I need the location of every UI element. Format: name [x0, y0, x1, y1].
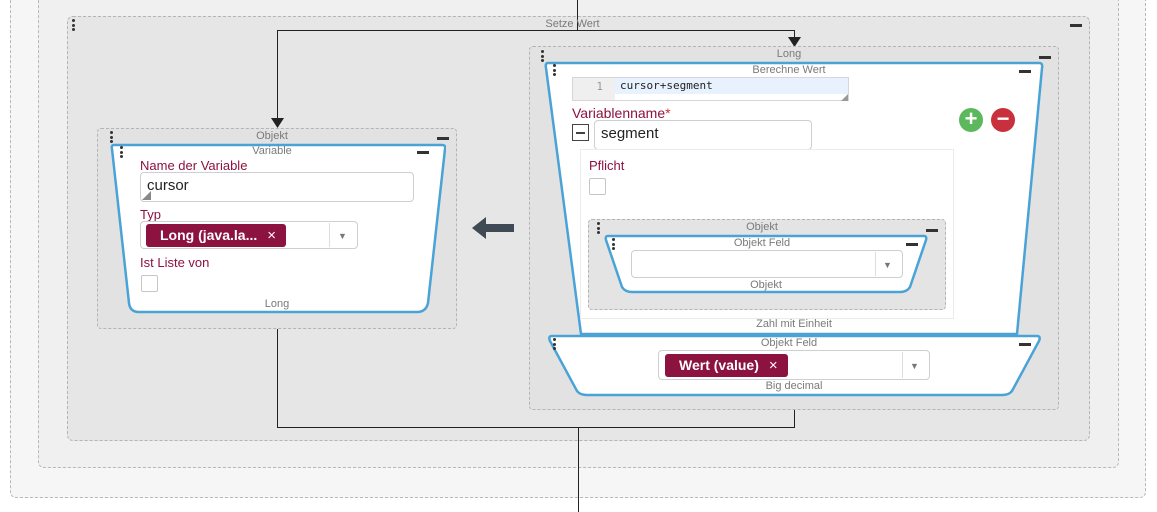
code-text: cursor+segment [620, 79, 713, 92]
long-drag-handle[interactable] [541, 50, 545, 64]
objekt-feld-drag-handle[interactable] [553, 338, 557, 352]
variablenname-text: Variablenname [572, 105, 666, 121]
wert-tag-label: Wert (value) [679, 357, 759, 373]
left-objekt-collapse-button[interactable] [437, 137, 449, 140]
connector-line [277, 30, 795, 31]
tag-remove-icon[interactable]: × [267, 227, 277, 244]
ist-liste-label: Ist Liste von [140, 255, 210, 270]
variable-drag-handle[interactable] [120, 146, 124, 160]
variablenname-label: Variablenname* [572, 105, 671, 121]
line-number: 1 [573, 78, 615, 100]
inner-objekt-footer: Objekt [750, 279, 782, 291]
left-objekt-drag-handle[interactable] [110, 131, 114, 145]
objekt-feld-collapse-button[interactable] [1019, 343, 1031, 346]
add-icon[interactable]: + [959, 108, 983, 132]
setze-wert-drag-handle[interactable] [72, 19, 76, 33]
connector-line [578, 427, 579, 512]
berechne-title: Berechne Wert [752, 64, 826, 76]
variablenname-input[interactable]: segment [594, 120, 812, 150]
pflicht-checkbox[interactable] [589, 178, 606, 195]
connector-line [277, 30, 278, 122]
setze-wert-collapse-button[interactable] [1070, 24, 1082, 27]
required-star: * [665, 105, 671, 121]
typ-tag-label: Long (java.la... [160, 227, 258, 243]
inner-objekt-collapse-button[interactable] [926, 229, 938, 232]
left-objekt-title: Objekt [256, 130, 288, 142]
inner-objekt-feld-title: Objekt Feld [733, 237, 791, 249]
pflicht-label: Pflicht [589, 158, 625, 173]
berechne-drag-handle[interactable] [553, 64, 557, 78]
long-collapse-button[interactable] [1039, 56, 1051, 59]
arrow-down-icon [788, 37, 801, 47]
berechne-footer: Zahl mit Einheit [756, 318, 832, 330]
variable-name-label: Name der Variable [140, 158, 248, 173]
tag-remove-icon[interactable]: × [768, 357, 778, 374]
inner-objekt-title: Objekt [746, 221, 778, 233]
connector-line [277, 427, 795, 428]
connector-line [794, 408, 795, 428]
connector-line [794, 30, 795, 40]
select-divider [875, 252, 876, 276]
resize-handle-icon[interactable] [142, 191, 151, 200]
typ-label: Typ [140, 207, 161, 222]
objekt-feld-footer: Big decimal [765, 380, 823, 392]
connector-line [277, 328, 278, 427]
ist-liste-checkbox[interactable] [141, 275, 158, 292]
minus-square-icon[interactable] [572, 124, 589, 141]
select-divider [329, 223, 330, 247]
arrow-down-icon [271, 118, 284, 128]
berechne-collapse-button[interactable] [1019, 70, 1031, 73]
long-title: Long [776, 48, 802, 60]
variable-title: Variable [252, 145, 292, 157]
variable-footer: Long [264, 298, 290, 310]
connector-line [577, 0, 578, 30]
remove-icon[interactable]: − [991, 108, 1015, 132]
select-divider [902, 352, 903, 378]
chevron-down-icon[interactable]: ▼ [883, 260, 892, 270]
resize-handle-icon[interactable] [841, 94, 848, 101]
chevron-down-icon[interactable]: ▼ [910, 361, 919, 371]
variablenname-value: segment [601, 125, 659, 142]
active-line-highlight [615, 78, 848, 94]
typ-tag[interactable]: Long (java.la... × [146, 224, 287, 247]
variable-collapse-button[interactable] [417, 151, 429, 154]
inner-objekt-feld-drag-handle[interactable] [612, 238, 616, 252]
inner-objekt-feld-select[interactable] [631, 250, 903, 278]
chevron-down-icon[interactable]: ▼ [338, 231, 347, 241]
inner-objekt-feld-collapse-button[interactable] [906, 243, 918, 246]
arrow-left-icon [472, 217, 514, 239]
variable-name-value: cursor [147, 177, 189, 194]
inner-objekt-drag-handle[interactable] [597, 222, 601, 236]
objekt-feld-title: Objekt Feld [760, 337, 818, 349]
variable-name-input[interactable]: cursor [140, 172, 414, 202]
setze-wert-title: Setze Wert [545, 18, 600, 30]
wert-tag[interactable]: Wert (value) × [665, 354, 788, 377]
